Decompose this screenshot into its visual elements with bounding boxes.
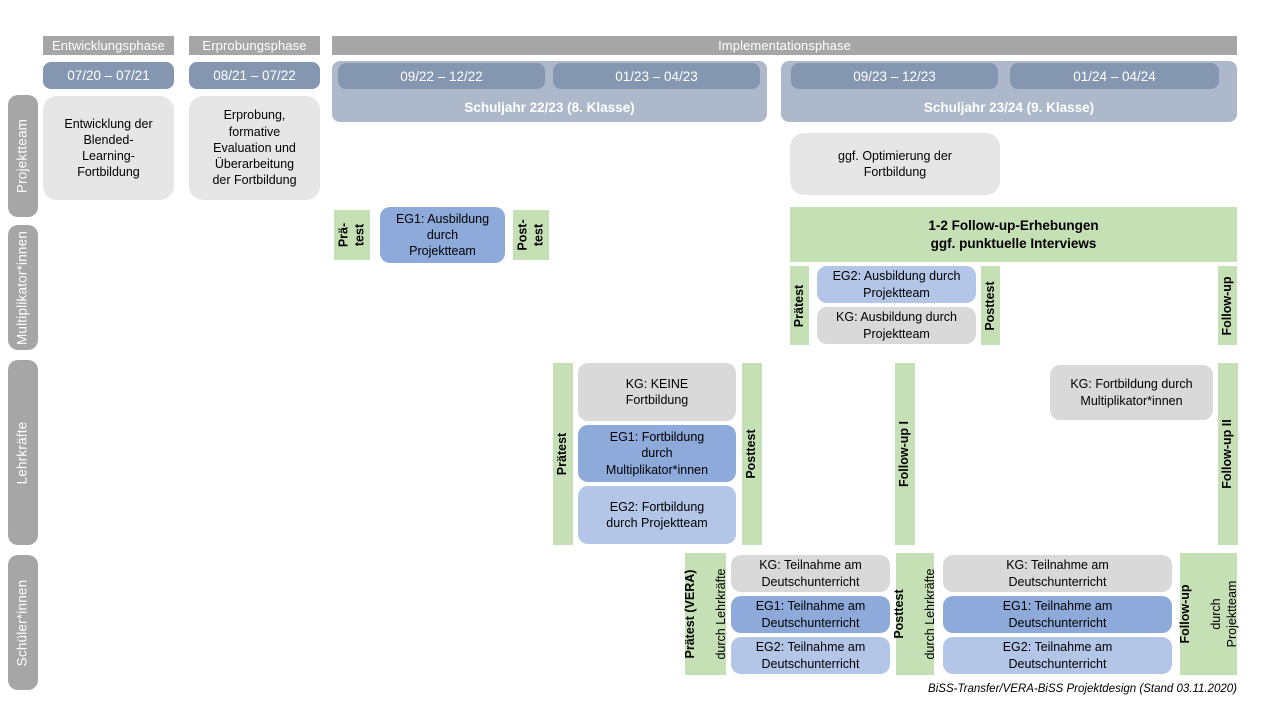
sidebar-label-multiplikatoren: Multiplikator*innen: [14, 230, 30, 345]
eg1-fortbildung-box: EG1: Fortbildung durch Multiplikator*inn…: [578, 425, 736, 482]
followup-1-bar-lehrkraefte: Follow-up I: [895, 363, 915, 545]
posttest-sublabel-schueler: durch Lehrkräfte: [922, 568, 937, 660]
praetest-bar-multiplikatoren-1: Prä- test: [334, 210, 370, 260]
eg2-teilnahme-box-2: EG2: Teilnahme am Deutschunterricht: [943, 637, 1172, 674]
followup-label-schueler: Follow-up: [1177, 584, 1192, 644]
entwicklung-box: Entwicklung der Blended- Learning- Fortb…: [43, 96, 174, 200]
schuljahr-label-23-24: Schuljahr 23/24 (9. Klasse): [923, 100, 1095, 115]
eg1-teilnahme-box-1: EG1: Teilnahme am Deutschunterricht: [731, 596, 890, 633]
sidebar-row-projektteam: Projektteam: [8, 95, 38, 217]
posttest-label-multiplikatoren-2: Posttest: [982, 280, 997, 331]
footer-caption: BiSS-Transfer/VERA-BiSS Projektdesign (S…: [928, 683, 1237, 695]
optimierung-box: ggf. Optimierung der Fortbildung: [790, 133, 1000, 195]
date-pill-0123-0423: 01/23 – 04/23: [553, 63, 760, 89]
date-pill-0923-1223: 09/23 – 12/23: [791, 63, 998, 89]
followup-2-label: Follow-up II: [1220, 419, 1235, 489]
posttest-label-lehrkraefte: Posttest: [744, 429, 759, 479]
followup-sublabel-schueler: durch Projektteam: [1208, 580, 1239, 648]
sidebar-row-lehrkraefte: Lehrkräfte: [8, 360, 38, 545]
praetest-vera-label: Prätest (VERA): [682, 569, 697, 659]
followup-2-bar-lehrkraefte: Follow-up II: [1218, 363, 1238, 545]
phase-header-entwicklungsphase: Entwicklungsphase: [43, 36, 174, 55]
kg-fortbildung-multiplikatoren-box: KG: Fortbildung durch Multiplikator*inne…: [1050, 365, 1213, 420]
followup-bar-schueler: Follow-up durch Projektteam: [1177, 553, 1239, 675]
praetest-bar-lehrkraefte: Prätest: [553, 363, 573, 545]
followup-1-label: Follow-up I: [897, 421, 912, 487]
schuljahr-label-22-23: Schuljahr 22/23 (8. Klasse): [464, 100, 635, 115]
date-pill-0821-0722: 08/21 – 07/22: [189, 62, 320, 89]
eg2-teilnahme-box-1: EG2: Teilnahme am Deutschunterricht: [731, 637, 890, 674]
praetest-bar-multiplikatoren-2: Prätest: [790, 266, 809, 345]
praetest-label-multiplikatoren-2: Prätest: [791, 284, 806, 327]
posttest-bar-lehrkraefte: Posttest: [742, 363, 762, 545]
kg-ausbildung-box: KG: Ausbildung durch Projektteam: [817, 307, 976, 344]
followup-erhebungen-banner: 1-2 Follow-up-Erhebungen ggf. punktuelle…: [790, 207, 1237, 262]
followup-bar-multiplikatoren: Follow-up: [1218, 266, 1237, 345]
eg1-ausbildung-box: EG1: Ausbildung durch Projektteam: [380, 207, 505, 263]
sidebar-label-projektteam: Projektteam: [14, 118, 30, 194]
date-pill-0922-1222: 09/22 – 12/22: [338, 63, 545, 89]
posttest-label-multiplikatoren-1: Post- test: [515, 219, 545, 251]
praetest-label-lehrkraefte: Prätest: [555, 432, 570, 476]
praetest-vera-bar-schueler: Prätest (VERA) durch Lehrkräfte: [682, 553, 728, 675]
posttest-bar-multiplikatoren-1: Post- test: [513, 210, 549, 260]
date-pill-0720-0721: 07/20 – 07/21: [43, 62, 174, 89]
kg-teilnahme-box-1: KG: Teilnahme am Deutschunterricht: [731, 555, 890, 592]
phase-header-implementationsphase: Implementationsphase: [332, 36, 1237, 55]
followup-label-multiplikatoren: Follow-up: [1219, 275, 1234, 336]
posttest-bar-schueler: Posttest durch Lehrkräfte: [892, 553, 937, 675]
erprobung-box: Erprobung, formative Evaluation und Über…: [189, 96, 320, 200]
posttest-label-schueler: Posttest: [891, 589, 906, 639]
phase-header-erprobungsphase: Erprobungsphase: [189, 36, 320, 55]
date-pill-0124-0424: 01/24 – 04/24: [1010, 63, 1219, 89]
posttest-bar-multiplikatoren-2: Posttest: [981, 266, 1000, 345]
eg1-teilnahme-box-2: EG1: Teilnahme am Deutschunterricht: [943, 596, 1172, 633]
praetest-label-multiplikatoren-1: Prä- test: [336, 222, 366, 248]
kg-teilnahme-box-2: KG: Teilnahme am Deutschunterricht: [943, 555, 1172, 592]
eg2-fortbildung-box: EG2: Fortbildung durch Projektteam: [578, 486, 736, 544]
sidebar-label-schueler: Schüler*innen: [14, 579, 30, 666]
sidebar-label-lehrkraefte: Lehrkräfte: [14, 421, 30, 484]
eg2-ausbildung-box: EG2: Ausbildung durch Projektteam: [817, 266, 976, 303]
sidebar-row-schueler: Schüler*innen: [8, 555, 38, 690]
praetest-vera-sublabel: durch Lehrkräfte: [713, 568, 728, 660]
kg-keine-fortbildung-box: KG: KEINE Fortbildung: [578, 363, 736, 421]
sidebar-row-multiplikatoren: Multiplikator*innen: [8, 225, 38, 350]
